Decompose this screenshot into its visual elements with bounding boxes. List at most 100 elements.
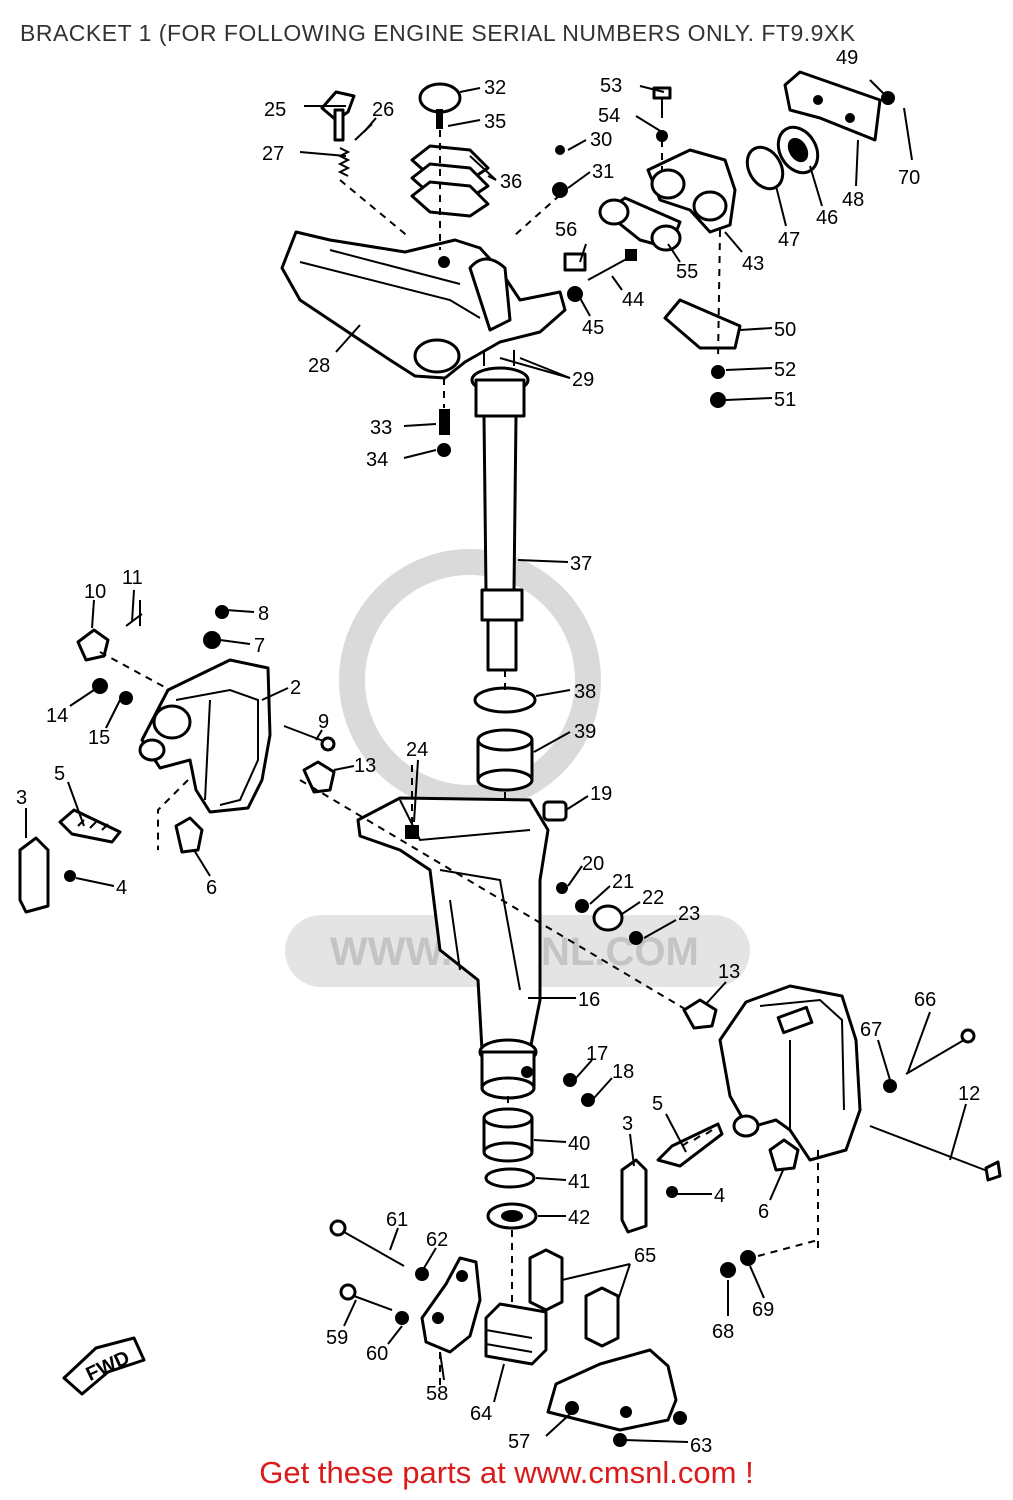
- callout-3-right: 3: [622, 1113, 633, 1135]
- part-13-bushing-right: [682, 998, 718, 1030]
- part-20-21-nut-washer: [556, 882, 589, 913]
- callout-11: 11: [122, 567, 143, 589]
- part-12-bolt: [869, 1125, 1002, 1182]
- callout-19: 19: [590, 783, 612, 805]
- callout-62: 62: [426, 1229, 448, 1251]
- part-13-bushing-left: [302, 760, 336, 794]
- callout-18: 18: [612, 1061, 634, 1083]
- part-5-screw-left: [58, 808, 122, 844]
- callout-27: 27: [262, 143, 284, 165]
- callout-34: 34: [366, 449, 388, 471]
- callout-48: 48: [842, 189, 864, 211]
- part-61-bolt: [329, 1219, 405, 1267]
- part-27-spring: [337, 147, 351, 177]
- footer-link-text[interactable]: Get these parts at www.cmsnl.com !: [259, 1455, 754, 1490]
- callout-7: 7: [254, 635, 265, 657]
- callout-70: 70: [898, 167, 920, 189]
- callout-21: 21: [612, 871, 634, 893]
- callout-25: 25: [264, 99, 286, 121]
- part-58-upper-mount: [420, 1256, 482, 1354]
- callout-67: 67: [860, 1019, 882, 1041]
- part-25-lever: [320, 90, 356, 142]
- callout-45: 45: [582, 317, 604, 339]
- callout-50: 50: [774, 319, 796, 341]
- part-33-34-spring-bolt: [437, 409, 451, 457]
- callout-3-left: 3: [16, 787, 27, 809]
- part-59-bolt: [339, 1283, 393, 1311]
- callout-37: 37: [570, 553, 592, 575]
- callout-17: 17: [586, 1043, 608, 1065]
- assembly-lines: [99, 130, 721, 1385]
- callout-59: 59: [326, 1327, 348, 1349]
- callout-57: 57: [508, 1431, 530, 1453]
- callout-16: 16: [578, 989, 600, 1011]
- callout-49: 49: [836, 47, 858, 69]
- callout-10: 10: [84, 581, 106, 603]
- callout-60: 60: [366, 1343, 388, 1365]
- part-36-friction-plates: [410, 144, 490, 218]
- part-4-screw-left: [64, 870, 76, 882]
- callout-labels: 25 26 27 32 35 36 30 31 28 29 33 34 53 5…: [16, 47, 980, 1457]
- part-55-holder: [598, 196, 682, 252]
- part-7-8-nut-washer: [203, 605, 229, 649]
- callout-44: 44: [622, 289, 644, 311]
- part-17-18-bolt-nut: [563, 1073, 595, 1107]
- callout-4-right: 4: [714, 1185, 725, 1207]
- part-49-bolt: [881, 91, 895, 105]
- part-66-bolt: [905, 1028, 976, 1075]
- callout-63: 63: [690, 1435, 712, 1457]
- diagram-title: BRACKET 1 (FOR FOLLOWING ENGINE SERIAL N…: [20, 20, 856, 46]
- callout-6-right: 6: [758, 1201, 769, 1223]
- part-5-screw-right: [656, 1122, 724, 1168]
- callout-40: 40: [568, 1133, 590, 1155]
- part-9-bolt: [283, 725, 336, 752]
- part-56-block: [563, 252, 587, 272]
- callout-33: 33: [370, 417, 392, 439]
- part-37-steering-shaft: [470, 366, 530, 672]
- callout-12: 12: [958, 1083, 980, 1105]
- callout-28: 28: [308, 355, 330, 377]
- part-46-bushing: [776, 125, 820, 175]
- part-39-bushing: [476, 728, 534, 792]
- callout-46: 46: [816, 207, 838, 229]
- part-1-clamp-bracket-right: [718, 984, 862, 1162]
- callout-24: 24: [406, 739, 428, 761]
- part-60-nut: [395, 1311, 409, 1325]
- part-6-pad-right: [768, 1138, 800, 1172]
- callout-64: 64: [470, 1403, 492, 1425]
- callout-23: 23: [678, 903, 700, 925]
- part-2-clamp-bracket-left: [138, 658, 272, 814]
- callout-15: 15: [88, 727, 110, 749]
- part-28-steering-arm: [280, 230, 567, 380]
- callout-66: 66: [914, 989, 936, 1011]
- part-65-rubber-mounts: [528, 1248, 620, 1348]
- callout-52: 52: [774, 359, 796, 381]
- callout-36: 36: [500, 171, 522, 193]
- part-53-54-bolt: [652, 86, 672, 142]
- callout-5-right: 5: [652, 1093, 663, 1115]
- part-62-nut: [415, 1267, 429, 1281]
- callout-29: 29: [572, 369, 594, 391]
- part-64-damper: [484, 1302, 548, 1366]
- part-14-15-nut-washer: [92, 678, 133, 705]
- callout-69: 69: [752, 1299, 774, 1321]
- callout-31: 31: [592, 161, 614, 183]
- part-51-52-nuts: [710, 365, 726, 408]
- part-4-screw-right: [666, 1186, 678, 1198]
- part-24-bolt: [405, 765, 419, 839]
- part-40-bushing: [482, 1107, 534, 1163]
- part-3-plate-right: [620, 1158, 648, 1234]
- callout-58: 58: [426, 1383, 448, 1405]
- part-48-plate: [783, 70, 882, 142]
- callout-53: 53: [600, 75, 622, 97]
- part-10-knob: [76, 628, 110, 662]
- part-11-screw: [125, 600, 143, 627]
- part-68-69-nuts: [720, 1150, 819, 1278]
- part-63-lower-mount: [546, 1348, 687, 1447]
- part-38-ring: [473, 686, 537, 714]
- part-3-plate-left: [18, 808, 50, 914]
- callout-39: 39: [574, 721, 596, 743]
- callout-41: 41: [568, 1171, 590, 1193]
- callout-13-right: 13: [718, 961, 740, 983]
